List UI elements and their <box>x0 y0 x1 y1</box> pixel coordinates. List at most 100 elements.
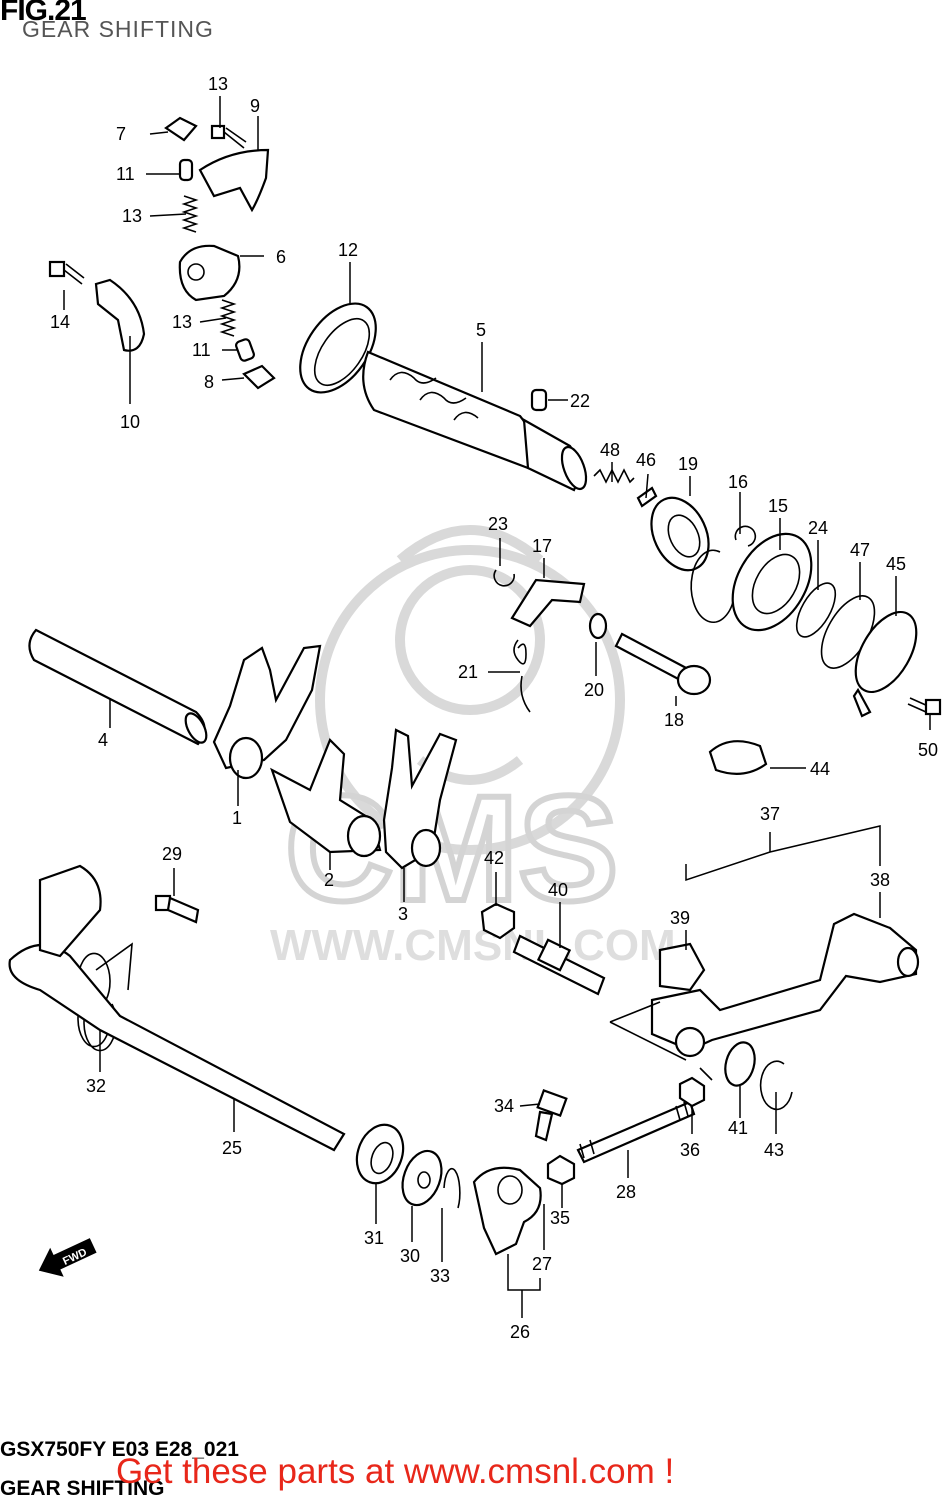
callout-19: 18 <box>664 710 684 730</box>
callout-18: 17 <box>532 536 552 556</box>
callout-11-lower: 11 <box>192 340 211 360</box>
fwd-direction-badge: FWD <box>38 1238 97 1277</box>
part-42-washer <box>724 1041 756 1087</box>
part-34-circlip <box>443 1167 461 1209</box>
callout-5: 5 <box>476 320 486 340</box>
part-28-gearshift-arm <box>472 1166 542 1256</box>
callout-50: 50 <box>918 740 938 760</box>
part-23-pin <box>530 388 548 412</box>
part-12-bearing <box>299 302 377 394</box>
part-11-pin-lower <box>235 338 255 362</box>
callout-42: 41 <box>728 1118 748 1138</box>
callout-15: 13 <box>208 74 228 94</box>
callout-24: 23 <box>488 514 508 534</box>
part-4-fork-shaft <box>28 628 208 746</box>
part-46-cover <box>852 610 918 718</box>
part-32-oil-seal <box>355 1123 405 1185</box>
part-16-bearing <box>731 532 813 632</box>
part-15-bolt <box>210 124 247 149</box>
part-19-pivot-bolt <box>614 632 712 696</box>
part-49-spring <box>593 468 635 484</box>
part-36-nut <box>546 1154 576 1186</box>
part-1-gearshift-fork <box>212 644 322 780</box>
callout-46: 45 <box>886 554 906 574</box>
part-41-stud <box>512 934 606 996</box>
part-21-washer <box>588 612 608 640</box>
callout-20: 19 <box>678 454 698 474</box>
callout-11-upper: 11 <box>116 164 135 184</box>
callout-23: 22 <box>570 391 590 411</box>
part-37-nut <box>678 1076 706 1108</box>
callout-2: 2 <box>324 870 334 890</box>
part-47-pin <box>636 486 658 508</box>
part-17-circlip <box>734 525 757 547</box>
callout-39: 38 <box>870 870 890 890</box>
callout-3: 3 <box>398 904 408 924</box>
part-45-cap <box>708 740 768 775</box>
callout-48: 47 <box>850 540 870 560</box>
callout-10: 10 <box>120 412 140 432</box>
callout-45: 44 <box>810 759 830 779</box>
callout-26: 25 <box>222 1138 242 1158</box>
callout-43: 42 <box>484 848 504 868</box>
callout-38: 37 <box>760 804 780 824</box>
callout-13-lower: 13 <box>172 312 192 332</box>
callout-14: 14 <box>50 312 70 332</box>
callout-44: 43 <box>764 1140 784 1160</box>
callout-32: 31 <box>364 1228 384 1248</box>
part-35-bolt <box>534 1089 568 1142</box>
figure-number: FIG.21 <box>0 0 87 27</box>
callout-27: 26 <box>510 1322 530 1342</box>
part-8-plate <box>242 364 276 390</box>
model-code: GSX750FY E03 E28_021 <box>0 1438 239 1461</box>
cta-link[interactable]: Get these parts at www.cmsnl.com ! <box>116 1452 675 1491</box>
part-20-cam-plate <box>650 496 710 572</box>
watermark-url: WWW.CMSNL.COM <box>270 921 676 970</box>
callout-7: 7 <box>116 124 126 144</box>
callout-21: 20 <box>584 680 604 700</box>
callout-16: 15 <box>768 496 788 516</box>
part-44-circlip <box>759 1060 793 1111</box>
callout-40: 39 <box>670 908 690 928</box>
callout-47: 46 <box>636 450 656 470</box>
callout-28: 27 <box>532 1254 552 1274</box>
part-30-bolt <box>154 894 200 924</box>
part-6-cam-stopper <box>178 244 241 302</box>
part-29-tie-rod <box>576 1100 696 1164</box>
part-13-spring-lower <box>219 299 237 337</box>
part-10-plate <box>94 278 146 352</box>
callout-17: 16 <box>728 472 748 492</box>
figure-subtitle: GEAR SHIFTING <box>22 16 214 42</box>
part-26-gearshift-shaft <box>8 864 346 1152</box>
part-31-washer <box>401 1149 443 1207</box>
callout-9: 9 <box>250 96 260 116</box>
part-9-bracket <box>198 148 270 213</box>
callout-35: 34 <box>494 1096 514 1116</box>
part-38-gearshift-lever <box>609 912 920 1081</box>
callout-29: 28 <box>616 1182 636 1202</box>
part-18-pawl-lifter <box>510 578 586 628</box>
leader-lines <box>63 96 931 1318</box>
part-22-spring <box>513 639 531 713</box>
part-13-spring-upper <box>181 195 199 233</box>
callout-30: 29 <box>162 844 182 864</box>
callout-4: 4 <box>98 730 108 750</box>
part-50-bolt <box>907 697 942 716</box>
callout-37: 36 <box>680 1140 700 1160</box>
part-2-gearshift-fork <box>270 738 382 858</box>
callout-13-upper: 13 <box>122 206 142 226</box>
part-14-bolt <box>48 260 85 285</box>
callout-33: 32 <box>86 1076 106 1096</box>
part-5-gearshift-cam <box>362 350 588 492</box>
callout-6: 6 <box>276 247 286 267</box>
callout-labels: 13 7 9 11 13 6 12 14 13 11 5 8 22 10 48 … <box>50 74 938 1342</box>
part-circlip-near-20 <box>690 549 735 624</box>
callout-25: 24 <box>808 518 828 538</box>
part-3-gearshift-fork <box>382 728 458 870</box>
callout-12: 12 <box>338 240 358 260</box>
callout-1: 1 <box>232 808 242 828</box>
part-25-ring <box>795 582 837 638</box>
footer-title: GEAR SHIFTING <box>0 1477 165 1500</box>
